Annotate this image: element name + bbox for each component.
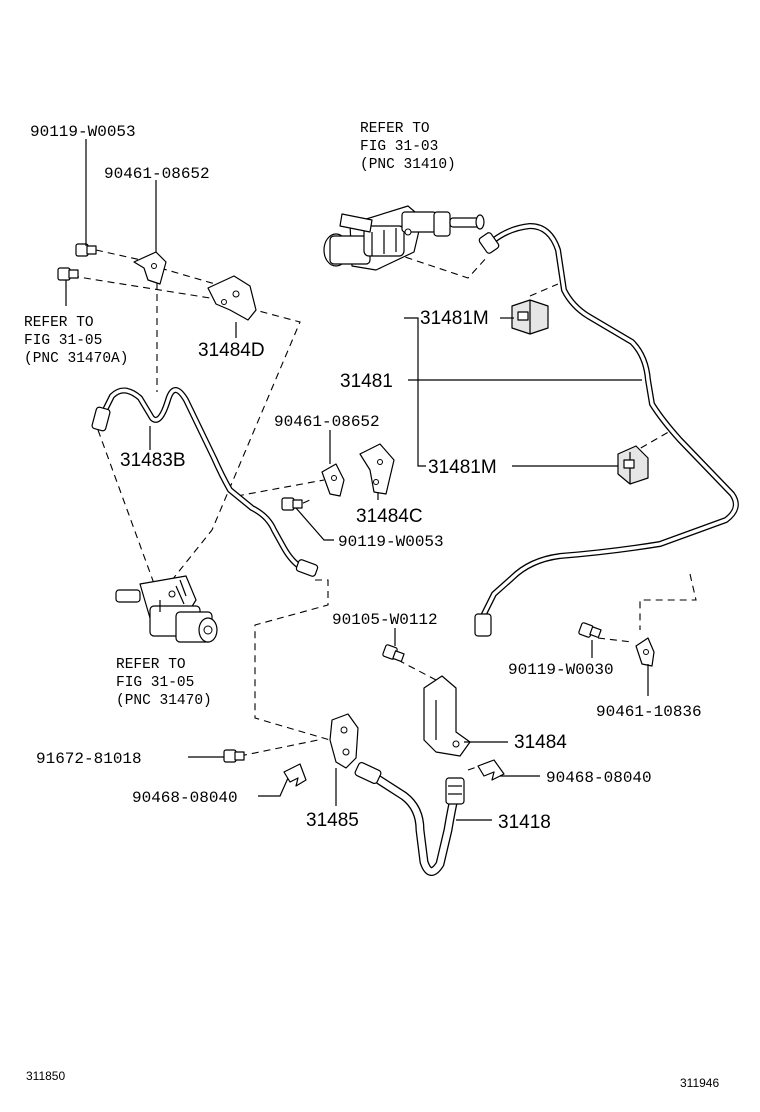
label-refer-left-2: FIG 31-05 — [24, 333, 102, 349]
bolt-90119-w0053-top — [75, 243, 97, 257]
clutch-tube-31481 — [474, 223, 739, 637]
clip-90468-08040-right — [477, 759, 505, 781]
label-tube-31481: 31481 — [340, 371, 393, 392]
clamp-31481m-upper — [511, 299, 549, 335]
part-labels: 90119-W0053 90461-08652 REFER TO FIG 31-… — [24, 121, 719, 1090]
clamp-90461-08652-top — [133, 251, 167, 285]
bracket-31485 — [329, 713, 359, 769]
label-bolt-right: 90119-W0030 — [508, 661, 614, 679]
flexible-hose-31418 — [354, 761, 465, 876]
bracket-31484c — [359, 443, 395, 495]
label-clamp-mid: 90461-08652 — [274, 413, 380, 431]
bracket-31484 — [423, 675, 471, 757]
label-refer-master-1: REFER TO — [360, 121, 430, 137]
label-refer-master-3: (PNC 31410) — [360, 157, 456, 173]
label-refer-left-1: REFER TO — [24, 315, 94, 331]
clip-90468-08040-left — [283, 763, 307, 787]
label-clamp-31481m-lower: 31481M — [428, 457, 497, 478]
clamp-31481m-lower — [617, 445, 649, 485]
clutch-tube-31483b — [91, 387, 319, 577]
label-bracket-31484c: 31484C — [356, 506, 423, 527]
label-bolt-bottom-left: 91672-81018 — [36, 750, 142, 768]
label-hose-31418: 31418 — [498, 812, 551, 833]
bolt-90119-w0053-mid — [281, 497, 303, 511]
label-clamp-right: 90461-10836 — [596, 703, 702, 721]
label-bracket-31484d: 31484D — [198, 340, 265, 361]
label-clip-bottom-right: 90468-08040 — [546, 769, 652, 787]
label-refer-left-3: (PNC 31470A) — [24, 351, 128, 367]
bolt-91672-81018 — [223, 749, 245, 763]
label-refer-master-2: FIG 31-03 — [360, 139, 438, 155]
leader-lines — [65, 139, 649, 821]
bolt-90119-w0030 — [578, 622, 602, 639]
label-clamp-31481m-upper: 31481M — [420, 308, 489, 329]
clutch-master-cylinder — [323, 205, 485, 271]
label-tube-31483b: 31483B — [120, 450, 186, 471]
clamp-90461-08652-mid — [321, 463, 345, 497]
bracket-31484d — [207, 275, 257, 321]
bolt-upper-left-refer — [57, 267, 79, 281]
label-clip-bottom-left: 90468-08040 — [132, 789, 238, 807]
label-bolt-top-left: 90119-W0053 — [30, 123, 136, 141]
clutch-release-cylinder — [115, 575, 218, 643]
label-bolt-right-mid: 90105-W0112 — [332, 611, 438, 629]
label-code-left: 311850 — [26, 1069, 65, 1083]
label-refer-slave-2: FIG 31-05 — [116, 675, 194, 691]
label-bracket-31485: 31485 — [306, 810, 359, 831]
label-clamp-top-left: 90461-08652 — [104, 165, 210, 183]
label-code-right: 311946 — [680, 1076, 719, 1090]
bolt-90105-w0112 — [382, 644, 405, 663]
clamp-90461-10836 — [635, 637, 655, 667]
label-refer-slave-1: REFER TO — [116, 657, 186, 673]
label-bracket-31484: 31484 — [514, 732, 567, 753]
label-bolt-mid: 90119-W0053 — [338, 533, 444, 551]
label-refer-slave-3: (PNC 31470) — [116, 693, 212, 709]
